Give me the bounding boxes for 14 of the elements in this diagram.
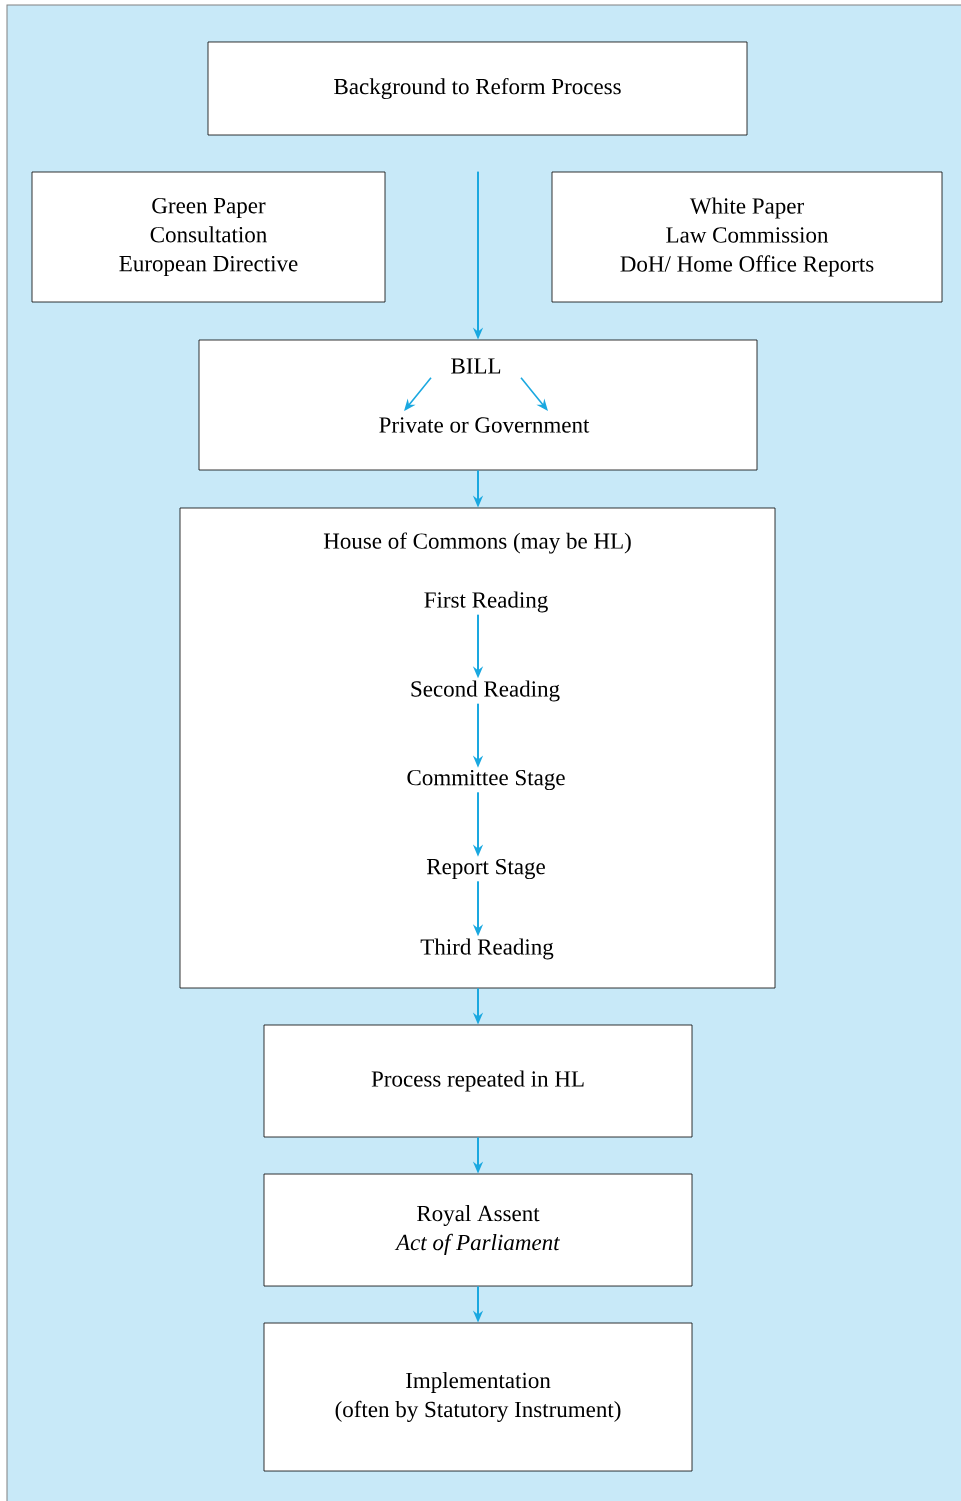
process-box: Background to Reform Process	[207, 41, 748, 136]
stage-label: Second Reading	[411, 680, 560, 702]
process-box: Royal Assent Act of Parliament	[263, 1173, 693, 1287]
process-box: Process repeated in HL	[263, 1024, 693, 1138]
stage-label: Private or Government	[379, 417, 590, 433]
stage-label: BILL	[451, 358, 501, 374]
stage-label: Committee Stage	[407, 769, 565, 791]
stage-label: First Reading	[424, 591, 548, 613]
process-box: Implementation (often by Statutory Instrument)	[263, 1322, 693, 1472]
stage-label: Report Stage	[426, 858, 545, 880]
bill-box	[198, 339, 758, 471]
source-box: Green Paper Consultation European Directive	[31, 171, 386, 303]
stage-label: Third Reading	[420, 938, 554, 960]
source-box: White Paper Law Commission DoH/ Home Office Reports	[551, 171, 943, 303]
